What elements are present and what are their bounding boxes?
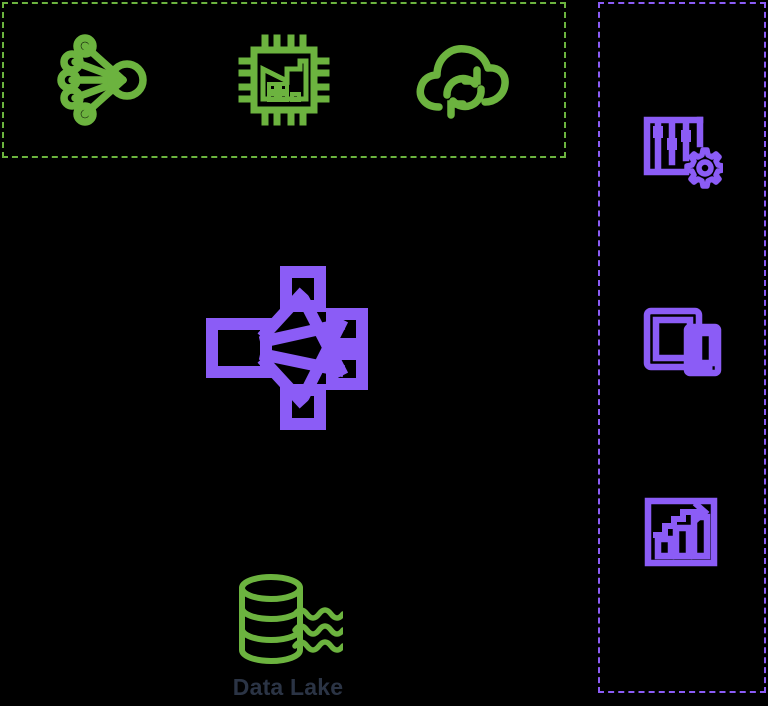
cloud-sync-icon[interactable] [409,33,513,127]
data-lake[interactable]: Data Lake [198,572,378,701]
iot-network-icon-slot[interactable] [55,28,159,132]
database-lake-icon[interactable] [233,572,343,668]
data-sources-icon-row [4,4,564,156]
iot-network-icon[interactable] [55,28,159,132]
data-sources-group [2,2,566,158]
devices-icon-slot[interactable] [642,305,722,379]
processing-node[interactable] [196,256,380,440]
neural-network-icon[interactable] [198,258,378,438]
bar-chart-growth-icon-slot[interactable] [643,495,721,569]
bar-chart-growth-icon[interactable] [643,495,721,569]
devices-icon[interactable] [642,305,722,379]
settings-sliders-icon[interactable] [641,114,723,190]
edge-chip-icon[interactable] [234,28,334,132]
settings-sliders-icon-slot[interactable] [641,114,723,190]
edge-chip-icon-slot[interactable] [234,28,334,132]
data-lake-label: Data Lake [232,674,344,700]
consumers-group [598,2,766,693]
cloud-sync-icon-slot[interactable] [409,33,513,127]
consumers-icon-column [600,4,764,691]
